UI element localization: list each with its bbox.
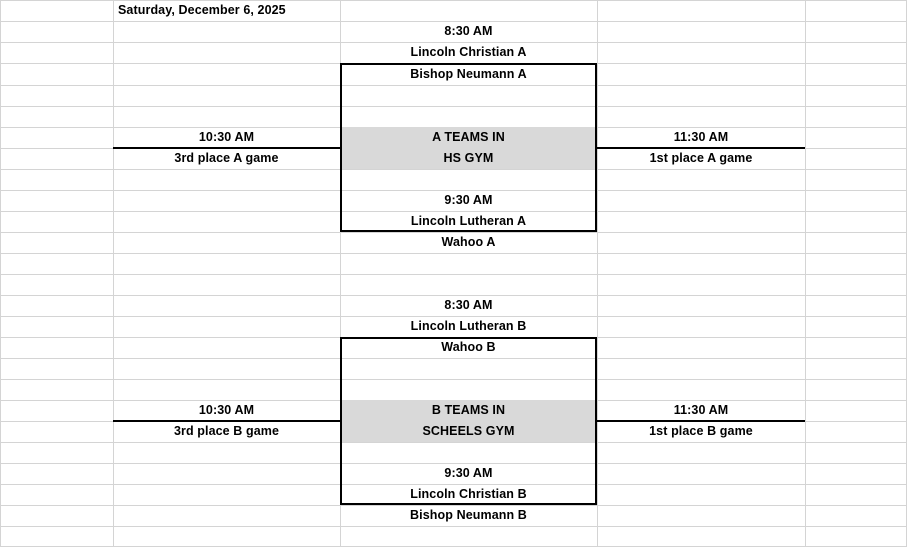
b-consolation-rule — [113, 420, 340, 422]
a-championship-rule — [597, 147, 805, 149]
a-semifinal-2-team-bottom: Wahoo A — [441, 235, 496, 250]
a-semifinal-1-time: 8:30 AM — [444, 24, 493, 39]
b-semifinal-1-team-top: Lincoln Lutheran B — [410, 319, 527, 334]
a-semifinal-1-team-bottom: Bishop Neumann A — [410, 66, 527, 81]
a-championship-time: 11:30 AM — [673, 130, 729, 145]
a-semifinal-1-team-top: Lincoln Christian A — [410, 45, 527, 60]
b-consolation-time: 10:30 AM — [198, 403, 255, 418]
b-championship-rule — [597, 420, 805, 422]
a-semifinal-2-team-top: Lincoln Lutheran A — [410, 214, 527, 229]
b-championship-time: 11:30 AM — [673, 403, 729, 418]
b-consolation-label: 3rd place B game — [173, 424, 280, 439]
b-division-bracket-box — [340, 337, 597, 505]
b-championship-label: 1st place B game — [649, 424, 753, 439]
b-semifinal-2-team-bottom: Bishop Neumann B — [410, 508, 527, 523]
a-gym-label-line1: A TEAMS IN — [432, 130, 505, 145]
a-semifinal-2-time: 9:30 AM — [444, 193, 493, 208]
a-consolation-time: 10:30 AM — [198, 130, 255, 145]
b-semifinal-2-team-top: Lincoln Christian B — [410, 487, 527, 502]
b-gym-label-line2: SCHEELS GYM — [422, 424, 515, 439]
b-gym-label-line1: B TEAMS IN — [431, 403, 506, 418]
b-semifinal-1-team-bottom: Wahoo B — [441, 340, 496, 355]
a-division-bracket-box — [340, 63, 597, 232]
b-semifinal-2-time: 9:30 AM — [444, 466, 493, 481]
a-consolation-label: 3rd place A game — [174, 151, 279, 166]
a-division-gym-shading — [341, 127, 597, 169]
page-title: Saturday, December 6, 2025 — [118, 3, 286, 18]
a-gym-label-line2: HS GYM — [443, 151, 494, 166]
a-consolation-rule — [113, 147, 340, 149]
a-championship-label: 1st place A game — [649, 151, 753, 166]
b-semifinal-1-time: 8:30 AM — [444, 298, 493, 313]
b-division-gym-shading — [341, 400, 597, 442]
